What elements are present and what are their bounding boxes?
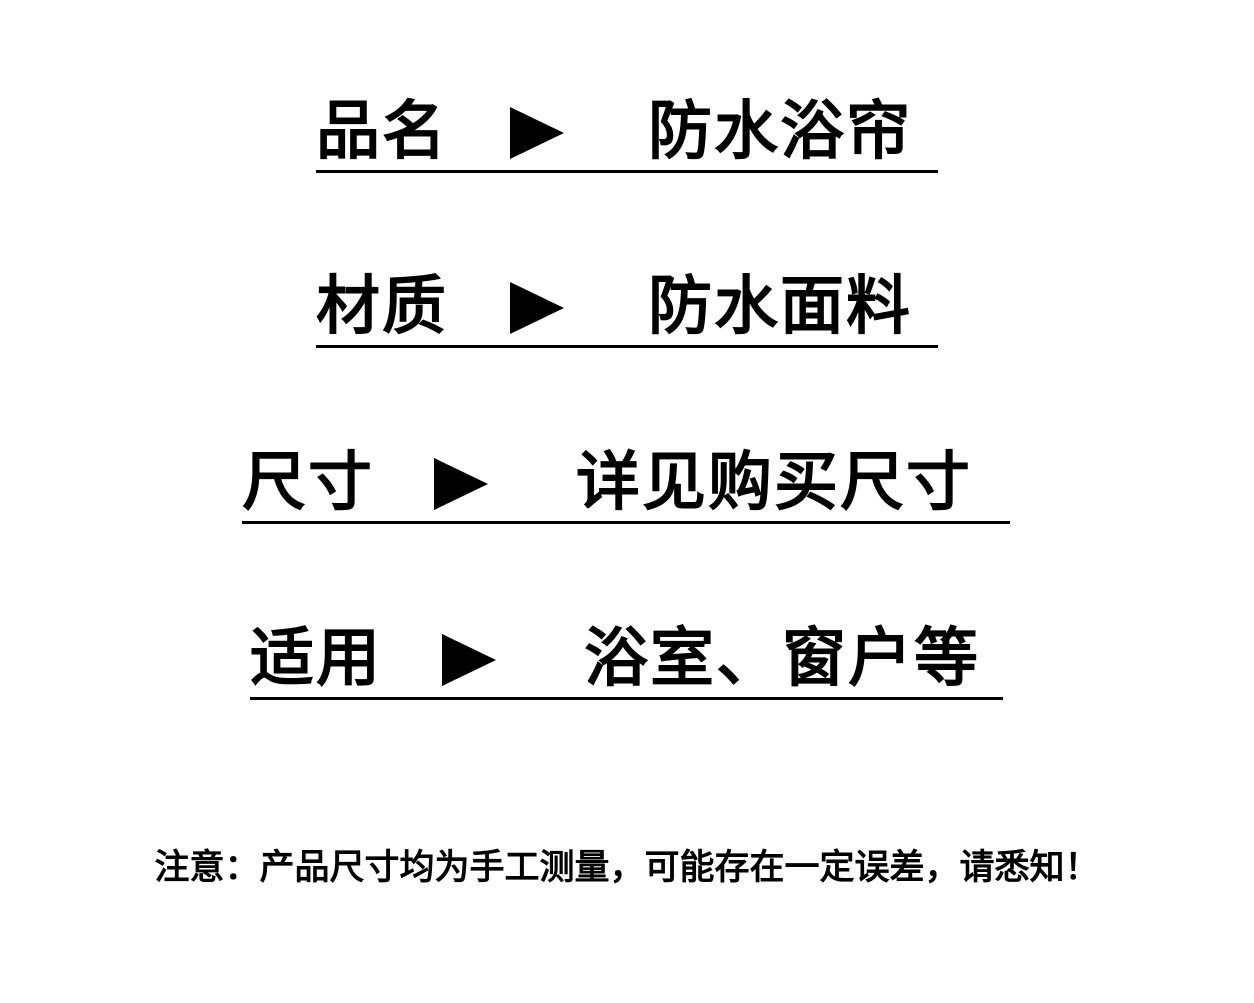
spec-row-size: 尺寸 详见购买尺寸 — [242, 443, 1010, 524]
spec-value: 浴室、窗户等 — [584, 622, 980, 696]
spec-row-product-name: 品名 防水浴帘 — [316, 92, 938, 173]
triangle-arrow-icon — [442, 634, 496, 686]
row-underline — [316, 170, 938, 173]
triangle-arrow-icon — [510, 282, 564, 334]
spec-value: 详见购买尺寸 — [576, 446, 972, 520]
measurement-note: 注意：产品尺寸均为手工测量，可能存在一定误差，请悉知！ — [154, 848, 1100, 888]
spec-row-material: 材质 防水面料 — [316, 267, 938, 348]
triangle-arrow-icon — [510, 107, 564, 159]
spec-label: 尺寸 — [242, 446, 374, 520]
row-underline — [242, 521, 1010, 524]
triangle-arrow-icon — [434, 458, 488, 510]
spec-row-usage: 适用 浴室、窗户等 — [250, 619, 1003, 700]
spec-value: 防水浴帘 — [648, 95, 912, 169]
row-underline — [316, 345, 938, 348]
spec-label: 材质 — [316, 270, 448, 344]
spec-value: 防水面料 — [648, 270, 912, 344]
row-underline — [250, 697, 1003, 700]
spec-label: 适用 — [250, 622, 382, 696]
spec-label: 品名 — [316, 95, 448, 169]
